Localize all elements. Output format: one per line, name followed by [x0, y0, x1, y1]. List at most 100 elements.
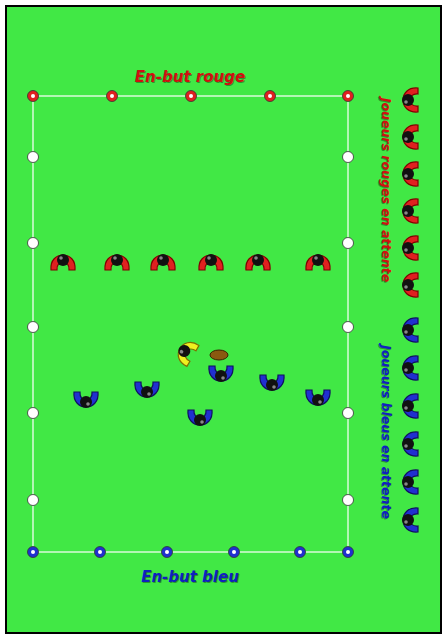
head-highlight: [404, 330, 408, 334]
player: [306, 254, 330, 270]
head-highlight: [404, 285, 408, 289]
player: [402, 394, 418, 418]
player: [151, 254, 175, 270]
player-shoulders: [403, 125, 418, 149]
endzone-label: En-but bleu: [141, 568, 239, 586]
field-lines: [33, 96, 348, 552]
player: [402, 356, 418, 380]
head-highlight: [404, 137, 408, 141]
player: [209, 366, 233, 382]
cone: [28, 238, 39, 249]
cone-hole: [298, 550, 302, 554]
player-shoulders: [188, 410, 212, 425]
player-head: [266, 379, 278, 391]
player: [402, 125, 418, 149]
cone-hole: [232, 550, 236, 554]
player: [402, 236, 418, 260]
player: [402, 470, 418, 494]
player-head: [402, 279, 414, 291]
cone: [95, 547, 106, 558]
player-shoulders: [403, 470, 418, 494]
cone-hole: [31, 411, 35, 415]
cone: [343, 495, 354, 506]
cone: [343, 152, 354, 163]
player: [402, 88, 418, 112]
player: [402, 199, 418, 223]
player-shoulders: [403, 318, 418, 342]
player-shoulders: [105, 255, 129, 270]
cone: [28, 91, 39, 102]
player-shoulders: [403, 162, 418, 186]
head-highlight: [404, 174, 408, 178]
player-head: [194, 414, 206, 426]
rugby-ball: [210, 350, 228, 360]
head-highlight: [207, 256, 211, 260]
player-shoulders: [174, 338, 199, 366]
head-highlight: [404, 368, 408, 372]
head-highlight: [86, 402, 90, 406]
player-head: [402, 476, 414, 488]
head-highlight: [404, 211, 408, 215]
player-head: [402, 438, 414, 450]
player: [402, 508, 418, 532]
player-head: [402, 168, 414, 180]
cone-hole: [165, 550, 169, 554]
player-head: [402, 131, 414, 143]
cone: [28, 495, 39, 506]
head-highlight: [59, 256, 63, 260]
cone: [343, 547, 354, 558]
cone: [295, 547, 306, 558]
player-shoulders: [403, 236, 418, 260]
cone-hole: [346, 155, 350, 159]
player-head: [402, 362, 414, 374]
player-shoulders: [403, 356, 418, 380]
cone: [107, 91, 118, 102]
player: [74, 392, 98, 408]
player-shoulders: [209, 366, 233, 381]
player-head: [205, 254, 217, 266]
head-highlight: [113, 256, 117, 260]
cone-hole: [31, 550, 35, 554]
head-highlight: [314, 256, 318, 260]
player-shoulders: [74, 392, 98, 407]
waiting-label: Joueurs rouges en attente: [379, 98, 394, 282]
player: [246, 254, 270, 270]
cone-hole: [346, 550, 350, 554]
player-head: [312, 254, 324, 266]
head-highlight: [404, 482, 408, 486]
waiting-label: Joueurs bleus en attente: [379, 345, 394, 519]
cone-hole: [346, 411, 350, 415]
cone: [28, 322, 39, 333]
player-shoulders: [403, 199, 418, 223]
player: [188, 410, 212, 426]
player-shoulders: [135, 382, 159, 397]
cone: [343, 322, 354, 333]
head-highlight: [404, 100, 408, 104]
cone: [28, 408, 39, 419]
player: [260, 375, 284, 391]
player: [402, 432, 418, 456]
player: [105, 254, 129, 270]
player-shoulders: [260, 375, 284, 390]
head-highlight: [404, 248, 408, 252]
endzone-label: En-but rouge: [135, 68, 245, 86]
head-highlight: [318, 400, 322, 404]
head-highlight: [159, 256, 163, 260]
cone: [186, 91, 197, 102]
player: [199, 254, 223, 270]
player-shoulders: [403, 394, 418, 418]
player: [402, 273, 418, 297]
head-highlight: [147, 392, 151, 396]
cone-hole: [346, 241, 350, 245]
cone-hole: [31, 241, 35, 245]
player-head: [57, 254, 69, 266]
player-shoulders: [199, 255, 223, 270]
head-highlight: [272, 385, 276, 389]
player: [402, 162, 418, 186]
player-head: [80, 396, 92, 408]
cone: [343, 238, 354, 249]
player-shoulders: [246, 255, 270, 270]
